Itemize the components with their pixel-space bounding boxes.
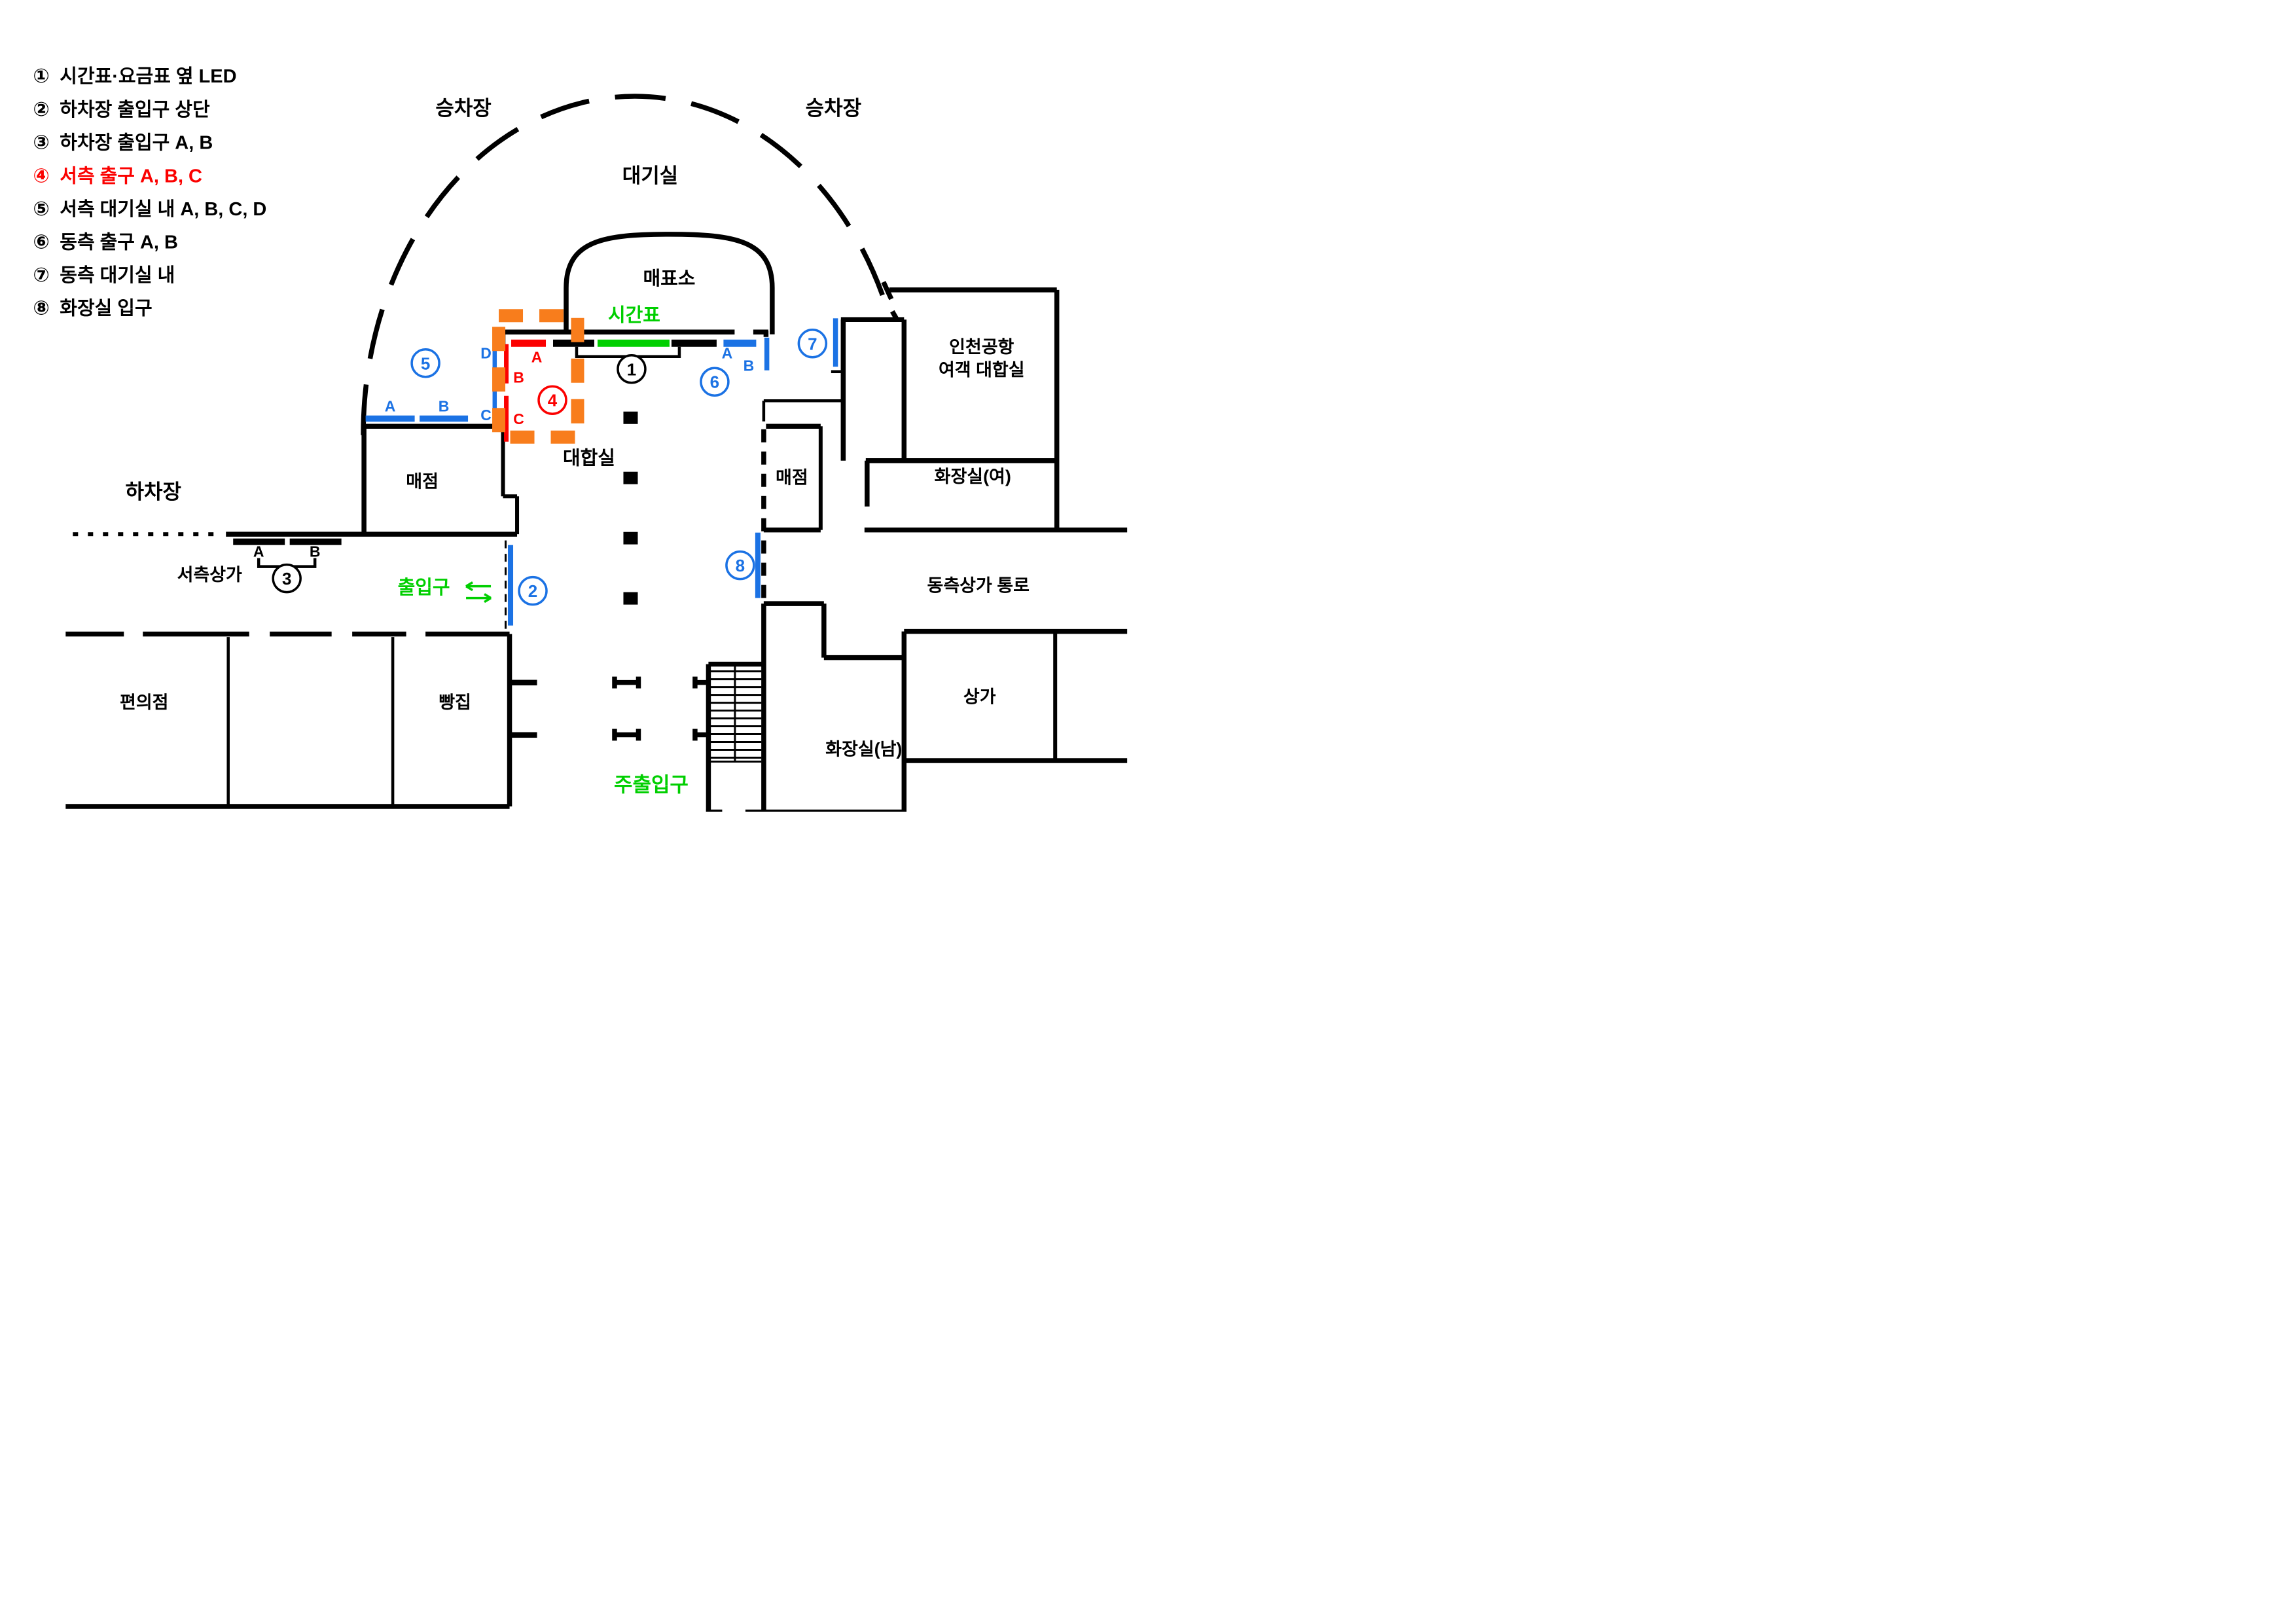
- stairs: [706, 661, 764, 812]
- incheon-label-line1: 인천공항: [949, 337, 1014, 357]
- letter-labels: A B C D C A B A B A B: [253, 344, 754, 560]
- west-wait-d-label: D: [480, 344, 492, 361]
- ticket-office-arch: [564, 232, 775, 334]
- legend-label-1: 시간표·요금표 옆 LED: [60, 66, 236, 87]
- legend-num-1: ①: [33, 65, 49, 87]
- dropoff-dotted-line: [73, 532, 214, 537]
- legend-num-5: ⑤: [33, 198, 49, 220]
- marker-2-digit: 2: [528, 581, 537, 601]
- west-exit-c-label: C: [513, 410, 524, 427]
- west-exit-c-bar: [504, 395, 509, 442]
- marker-6: 6: [700, 367, 730, 397]
- shops-label: 상가: [963, 687, 996, 707]
- legend-label-3: 하차장 출입구 A, B: [60, 132, 213, 153]
- east-exit-b-bar: [764, 337, 770, 370]
- marker-1-digit: 1: [627, 359, 636, 379]
- marker-3-digit: 3: [282, 569, 291, 588]
- west-exit-a-label: A: [531, 348, 543, 365]
- marker-2: 2: [518, 575, 548, 606]
- restroom-entrance-bar: [755, 532, 761, 598]
- legend: ① 시간표·요금표 옆 LED ② 하차장 출입구 상단 ③ 하차장 출입구 A…: [33, 65, 266, 319]
- restroom-men-label: 화장실(남): [825, 740, 902, 759]
- entrance-gate-symbols: [612, 676, 706, 741]
- legend-label-6: 동측 출구 A, B: [60, 232, 178, 253]
- west-wait-a-label: A: [385, 398, 396, 415]
- floor-plan-page: ① 시간표·요금표 옆 LED ② 하차장 출입구 상단 ③ 하차장 출입구 A…: [0, 0, 1148, 812]
- east-wait-bar: [833, 318, 838, 367]
- gate-label: 출입구: [398, 577, 450, 598]
- legend-label-2: 하차장 출입구 상단: [60, 99, 210, 120]
- shop-right-label: 매점: [776, 468, 808, 488]
- marker-6-digit: 6: [710, 372, 719, 392]
- waiting-hall-label: 대합실: [563, 448, 615, 469]
- dome-arc: [361, 94, 900, 435]
- marker-1: 1: [617, 354, 647, 384]
- gate-direction-arrows: [465, 581, 492, 604]
- west-exit-a-bar: [511, 339, 547, 347]
- east-exit-a-label: A: [722, 344, 733, 361]
- west-exit-b-label: B: [513, 369, 524, 386]
- walls-layer: [65, 232, 1128, 812]
- marker-8-digit: 8: [736, 556, 745, 575]
- legend-num-8: ⑧: [33, 297, 49, 319]
- marker-4: 4: [537, 385, 567, 415]
- legend-label-5: 서측 대기실 내 A, B, C, D: [60, 199, 266, 220]
- marker-7-digit: 7: [808, 334, 817, 353]
- east-exit-a-bar: [723, 339, 757, 347]
- marker-8: 8: [725, 550, 755, 581]
- shop-left-label: 매점: [406, 472, 439, 492]
- terminal-floor-plan: ① 시간표·요금표 옆 LED ② 하차장 출입구 상단 ③ 하차장 출입구 A…: [33, 65, 1128, 812]
- marker-4-digit: 4: [548, 391, 558, 410]
- marker-5-digit: 5: [421, 353, 430, 373]
- east-exit-b-label: B: [744, 357, 755, 374]
- legend-label-8: 화장실 입구: [60, 298, 152, 319]
- legend-num-2: ②: [33, 99, 49, 120]
- ticket-office-label: 매표소: [643, 268, 695, 289]
- dropoff-door-a-label: A: [253, 543, 264, 560]
- area-labels: 승차장 승차장 대기실 매표소 시간표 대합실 매점 매점 하차장 서측상가 출…: [120, 97, 1030, 797]
- boarding-left-label: 승차장: [435, 97, 491, 120]
- marker-3: 3: [272, 563, 302, 594]
- dropoff-door-b-label: B: [310, 543, 321, 560]
- timetable-label: 시간표: [608, 305, 660, 326]
- marker-5: 5: [410, 348, 440, 378]
- bakery-label: 빵집: [439, 693, 471, 712]
- west-wait-b-bar: [420, 415, 469, 422]
- dropoff-gate-top-bar: [508, 545, 514, 626]
- main-gate-label: 주출입구: [614, 774, 689, 797]
- dropoff-door-a-bar: [233, 538, 285, 545]
- legend-label-4: 서측 출구 A, B, C: [60, 166, 202, 187]
- west-wait-b-label: B: [439, 398, 450, 415]
- marker-7: 7: [797, 329, 828, 359]
- waiting-room-label: 대기실: [622, 164, 678, 187]
- legend-num-4: ④: [33, 165, 49, 187]
- west-exit-highlight-box: [492, 309, 584, 444]
- legend-num-6: ⑥: [33, 231, 49, 253]
- west-shops-label: 서측상가: [177, 565, 242, 585]
- east-passage-label: 동측상가 통로: [927, 576, 1030, 596]
- restroom-women-label: 화장실(여): [935, 467, 1011, 486]
- incheon-label-line2: 여객 대합실: [939, 360, 1025, 380]
- west-wait-a-bar: [365, 415, 415, 422]
- boarding-right-label: 승차장: [806, 97, 861, 120]
- west-exit-b-bar: [504, 344, 509, 384]
- legend-num-7: ⑦: [33, 264, 49, 286]
- convenience-store-label: 편의점: [120, 693, 168, 712]
- hall-pillars: [623, 411, 638, 605]
- dropoff-door-b-bar: [289, 538, 342, 545]
- west-wait-c-label: C: [480, 406, 492, 424]
- legend-num-3: ③: [33, 132, 49, 153]
- dropoff-label: 하차장: [126, 480, 181, 503]
- timetable-led-bar: [597, 339, 670, 347]
- legend-label-7: 동측 대기실 내: [60, 265, 175, 286]
